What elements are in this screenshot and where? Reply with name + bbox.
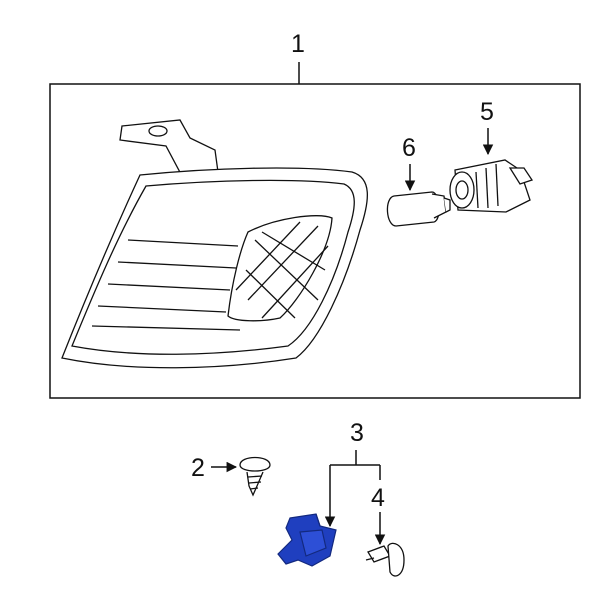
callout-2-label: 2 [191, 454, 205, 482]
callout-5-label: 5 [480, 98, 494, 126]
mounting-bracket-highlighted [277, 513, 337, 567]
lamp-housing [61, 119, 369, 369]
bulb-socket [449, 159, 534, 213]
callout-1-label: 1 [291, 30, 305, 58]
wedge-bulb [386, 191, 451, 227]
assembly-frame [49, 83, 581, 399]
callout-6-label: 6 [402, 134, 416, 162]
screw [239, 456, 271, 497]
callout-4-label: 4 [371, 484, 385, 512]
push-pin-retainer [365, 542, 405, 577]
callout-3-label: 3 [350, 419, 364, 447]
